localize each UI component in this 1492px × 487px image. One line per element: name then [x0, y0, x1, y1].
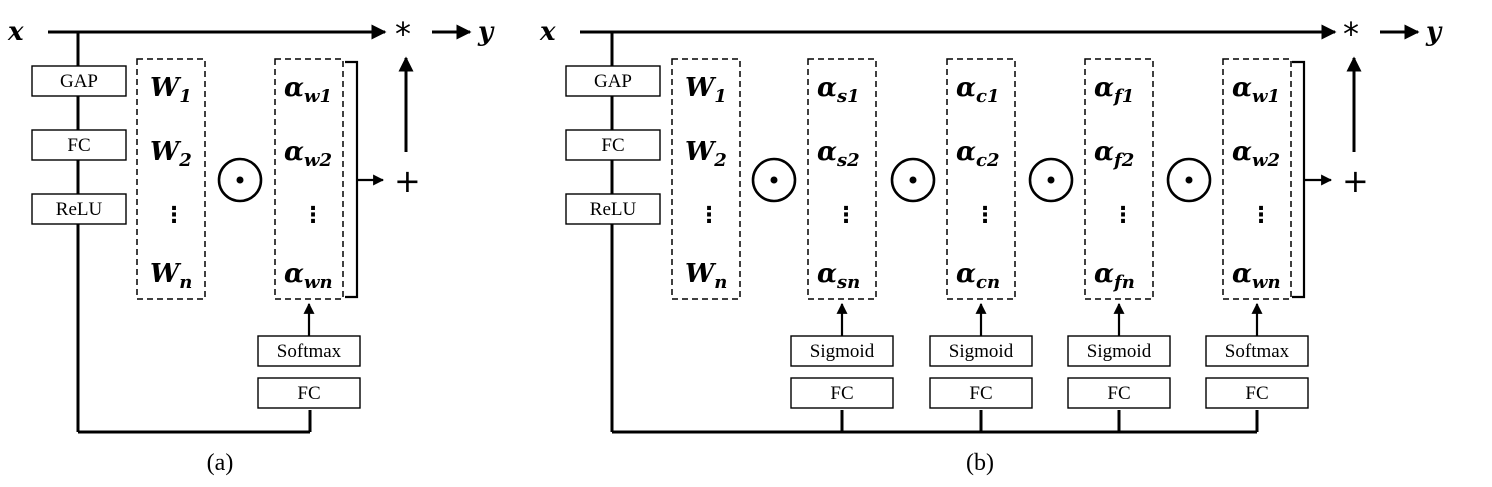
svg-text:FC: FC [601, 135, 624, 156]
output-y-label-b: y [1425, 17, 1443, 47]
alpha-cells-a: αw1 αw2 ⋮ αwn [284, 73, 333, 293]
alpha-s1-cell: αs1 [817, 73, 860, 107]
svg-text:Sigmoid: Sigmoid [1087, 341, 1152, 362]
alpha-w2-cell: αw2 [284, 137, 332, 171]
alpha-wn-cell: αwn [284, 259, 333, 293]
alpha-column-b-4 [1222, 58, 1292, 300]
alpha-wn-cell: αwn [1232, 259, 1281, 293]
alpha-w1-cell: αw1 [1232, 73, 1280, 107]
fc-bottom-box-b-4: FC [1205, 377, 1309, 409]
panel-b: x * y GAP FC ReLU W1 W2 ⋮ Wn αs1 αs2 ⋮ αsnS… [539, 15, 1443, 476]
svg-text:Softmax: Softmax [277, 341, 342, 362]
alpha-fn-cell: αfn [1094, 259, 1135, 293]
softmax-box-b-4: Softmax [1205, 335, 1309, 367]
w2-cell: W2 [150, 137, 192, 171]
svg-text:FC: FC [67, 135, 90, 156]
multiply-symbol-b: * [1343, 15, 1359, 53]
w1-cell: W1 [150, 73, 192, 107]
alpha-column-b-1 [807, 58, 877, 300]
w1-cell-b: W1 [685, 73, 727, 107]
alpha-c1-cell: αc1 [956, 73, 1000, 107]
alpha-w2-cell: αw2 [1232, 137, 1280, 171]
alpha-vdots-b-4: ⋮ [1250, 203, 1272, 228]
fc-bottom-box-b-3: FC [1067, 377, 1171, 409]
input-x-label-b: x [539, 17, 556, 47]
alpha-f1-cell: αf1 [1094, 73, 1134, 107]
svg-text:FC: FC [1245, 383, 1268, 404]
softmax-box-a: Softmax [257, 335, 361, 367]
fc-box-b: FC [565, 129, 661, 161]
alpha-column-b-3 [1084, 58, 1154, 300]
alpha-vdots-b-2: ⋮ [974, 203, 996, 228]
alpha-f2-cell: αf2 [1094, 137, 1134, 171]
svg-text:FC: FC [830, 383, 853, 404]
output-y-label: y [477, 17, 495, 47]
sigmoid-box-b-2: Sigmoid [929, 335, 1033, 367]
svg-text:FC: FC [297, 383, 320, 404]
wn-cell: Wn [150, 259, 192, 293]
svg-text:GAP: GAP [594, 71, 632, 92]
alpha-c2-cell: αc2 [956, 137, 1000, 171]
multiply-symbol: * [395, 15, 411, 53]
hadamard-op-b-3 [1028, 157, 1074, 203]
w-vdots-b: ⋮ [698, 203, 720, 228]
fc-bottom-box-b-2: FC [929, 377, 1033, 409]
weight-column-b [671, 58, 741, 300]
svg-text:Sigmoid: Sigmoid [949, 341, 1014, 362]
plus-symbol: + [394, 162, 421, 200]
alpha-column-a [274, 58, 344, 300]
fc-bottom-box-b-1: FC [790, 377, 894, 409]
caption-a: (a) [207, 450, 234, 476]
w2-cell-b: W2 [685, 137, 727, 171]
alpha-vdots-b-1: ⋮ [835, 203, 857, 228]
fc-box-a: FC [31, 129, 127, 161]
svg-text:Softmax: Softmax [1225, 341, 1290, 362]
sum-bracket-a [345, 60, 359, 299]
alpha-s2-cell: αs2 [817, 137, 860, 171]
hadamard-op-b-4 [1166, 157, 1212, 203]
weight-cells-b: W1 W2 ⋮ Wn [685, 73, 727, 293]
hadamard-op-b-2 [890, 157, 936, 203]
svg-text:ReLU: ReLU [56, 199, 103, 220]
panel-a: x * y GAP FC ReLU W1 W2 ⋮ Wn [7, 15, 495, 476]
svg-text:GAP: GAP [60, 71, 98, 92]
weight-cells-a: W1 W2 ⋮ Wn [150, 73, 192, 293]
relu-box-b: ReLU [565, 193, 661, 225]
sigmoid-box-b-1: Sigmoid [790, 335, 894, 367]
svg-text:Sigmoid: Sigmoid [810, 341, 875, 362]
svg-text:FC: FC [969, 383, 992, 404]
alpha-column-b-2 [946, 58, 1016, 300]
weight-column-a [136, 58, 206, 300]
gap-box-b: GAP [565, 65, 661, 97]
hadamard-op-b-1 [751, 157, 797, 203]
alpha-sn-cell: αsn [817, 259, 860, 293]
wn-cell-b: Wn [685, 259, 727, 293]
alpha-cn-cell: αcn [956, 259, 1000, 293]
plus-symbol-b: + [1342, 162, 1369, 200]
alpha-w1-cell: αw1 [284, 73, 332, 107]
sigmoid-box-b-3: Sigmoid [1067, 335, 1171, 367]
relu-box-a: ReLU [31, 193, 127, 225]
gap-box-a: GAP [31, 65, 127, 97]
svg-text:ReLU: ReLU [590, 199, 637, 220]
alpha-vdots: ⋮ [302, 203, 324, 228]
fc-bottom-box-a: FC [257, 377, 361, 409]
alpha-vdots-b-3: ⋮ [1112, 203, 1134, 228]
input-x-label: x [7, 17, 24, 47]
svg-text:FC: FC [1107, 383, 1130, 404]
caption-b: (b) [966, 450, 994, 476]
hadamard-op-a [217, 157, 263, 203]
sum-bracket-b [1292, 60, 1306, 299]
w-vdots: ⋮ [163, 203, 185, 228]
